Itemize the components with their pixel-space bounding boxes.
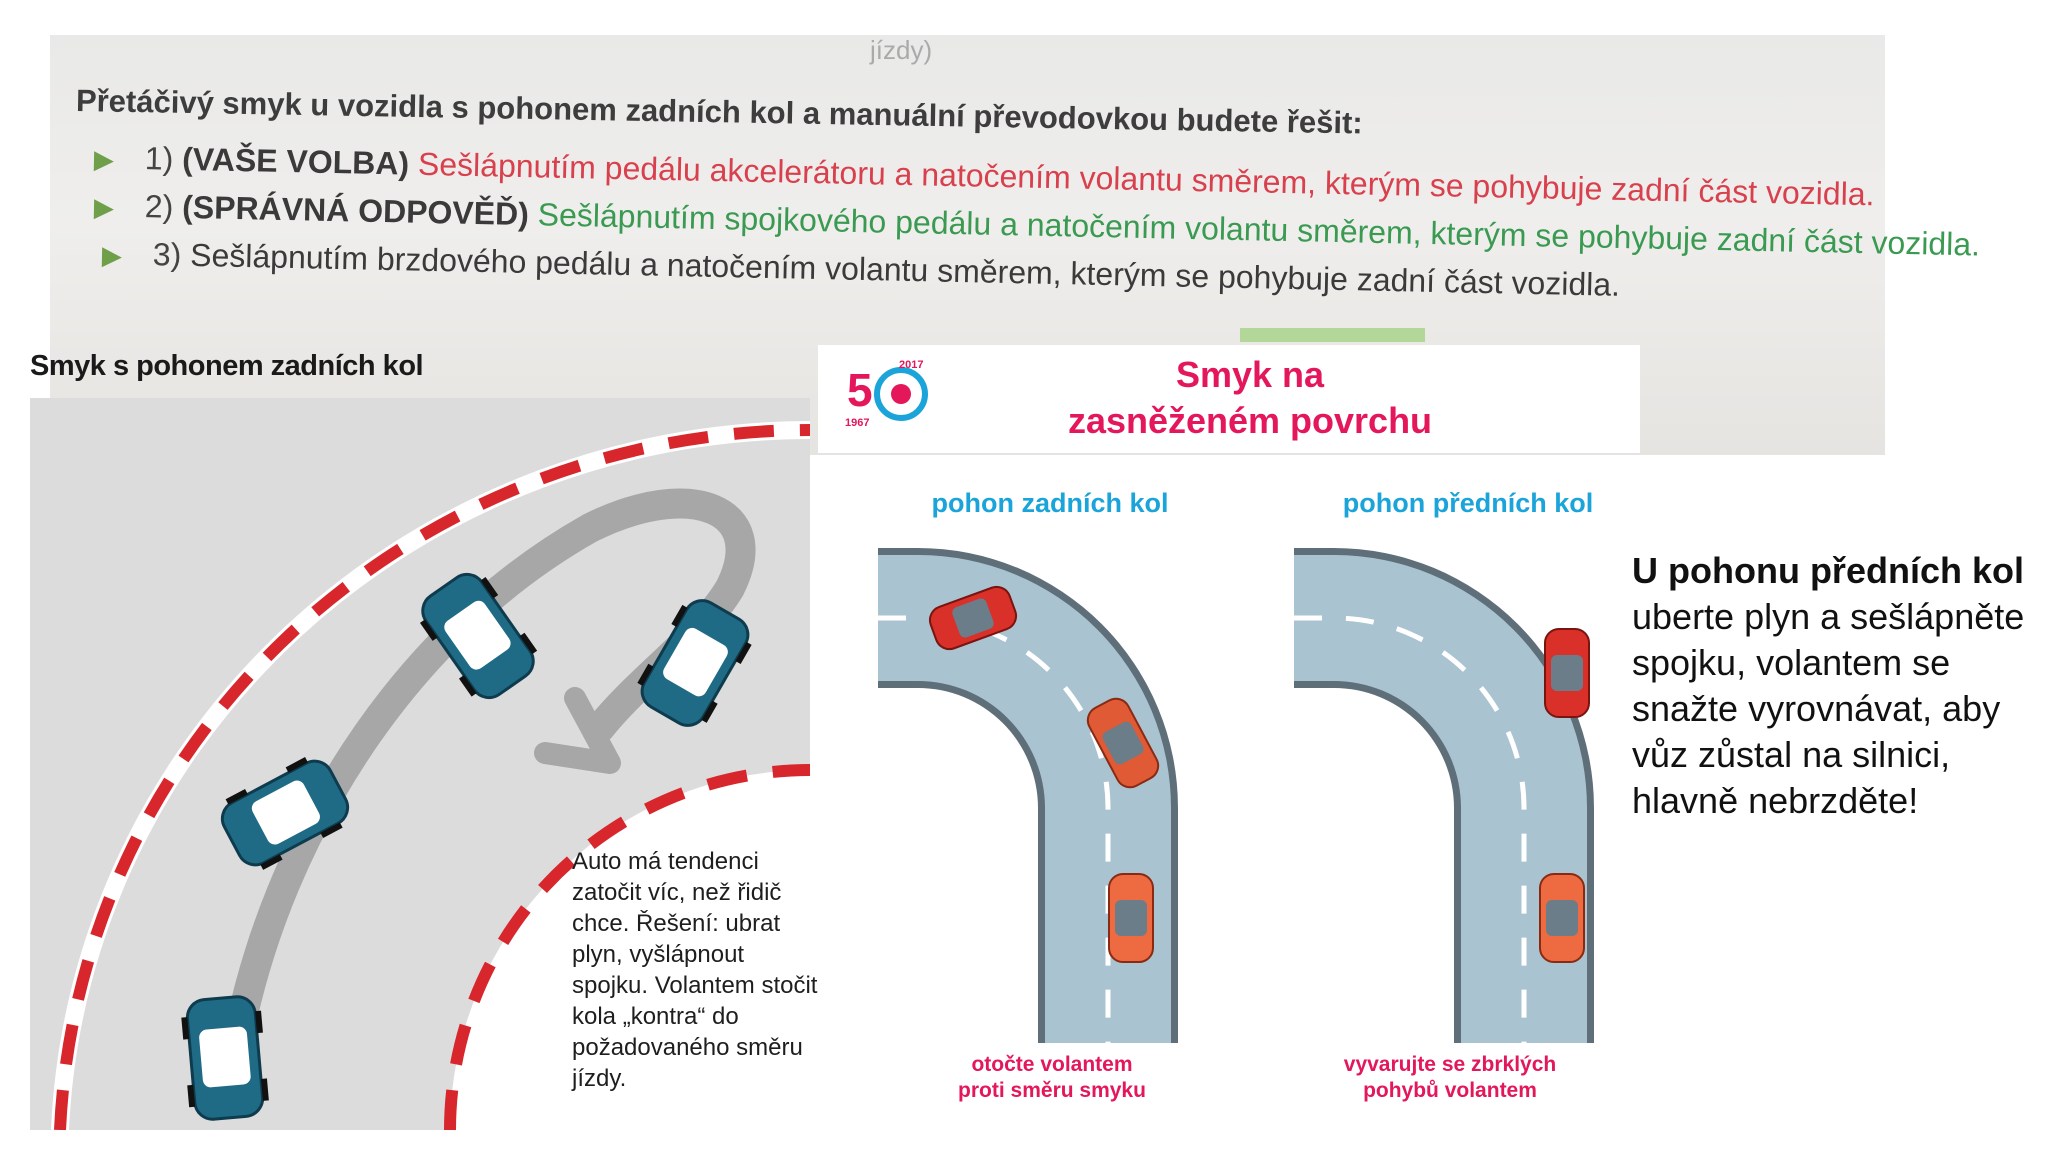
poster-title: Smyk na zasněženém povrchu xyxy=(990,352,1510,444)
front-drive-note: U pohonu předních kol uberte plyn a sešl… xyxy=(1632,548,2042,824)
rear-drive-label: pohon zadních kol xyxy=(931,488,1169,518)
svg-text:5: 5 xyxy=(847,364,873,416)
poster-header-panel xyxy=(818,345,1640,453)
svg-text:2017: 2017 xyxy=(899,359,923,371)
left-figure-title: Smyk s pohonem zadních kol xyxy=(30,350,424,382)
front-drive-tip-line-2: pohybů volantem xyxy=(1363,1079,1537,1102)
front-drive-label: pohon předních kol xyxy=(1342,488,1594,518)
bullet-triangle-icon: ▶ xyxy=(101,240,123,271)
note-lead: U pohonu předních kol xyxy=(1632,550,2024,591)
rear-drive-skid-illustration xyxy=(30,398,811,1131)
note-body: uberte plyn a sešlápněte spojku, volante… xyxy=(1632,596,2025,821)
option-number: 1) xyxy=(144,140,174,177)
rear-drive-tip: otočte volantem proti směru smyku xyxy=(872,1052,1232,1104)
option-tag: (SPRÁVNÁ ODPOVĚĎ) xyxy=(181,188,530,233)
quiz-question: Přetáčivý smyk u vozidla s pohonem zadní… xyxy=(75,83,1363,141)
option-number: 2) xyxy=(144,188,174,225)
rear-drive-tip-line-1: otočte volantem xyxy=(971,1053,1133,1076)
left-figure-caption: Auto má tendenci zatočit víc, než řidič … xyxy=(572,848,818,1092)
front-drive-tip-line-1: vyvarujte se zbrklých xyxy=(1343,1053,1557,1076)
rear-drive-tip-line-2: proti směru smyku xyxy=(958,1079,1146,1102)
rear-drive-road-diagram xyxy=(878,543,1193,1043)
front-drive-road-diagram xyxy=(1294,543,1609,1043)
bullet-triangle-icon: ▶ xyxy=(93,192,115,223)
green-button-edge xyxy=(1240,328,1425,342)
poster-title-line-2: zasněženém povrchu xyxy=(1067,400,1433,441)
svg-text:1967: 1967 xyxy=(845,417,869,428)
anniversary-logo: 5 2017 1967 xyxy=(845,356,935,429)
faint-header-text: jízdy) xyxy=(870,35,933,65)
option-tag: (VAŠE VOLBA) xyxy=(181,140,410,182)
bullet-triangle-icon: ▶ xyxy=(93,144,115,175)
option-number: 3) xyxy=(152,236,182,273)
poster-title-line-1: Smyk na xyxy=(1175,354,1325,395)
front-drive-tip: vyvarujte se zbrklých pohybů volantem xyxy=(1270,1052,1630,1104)
